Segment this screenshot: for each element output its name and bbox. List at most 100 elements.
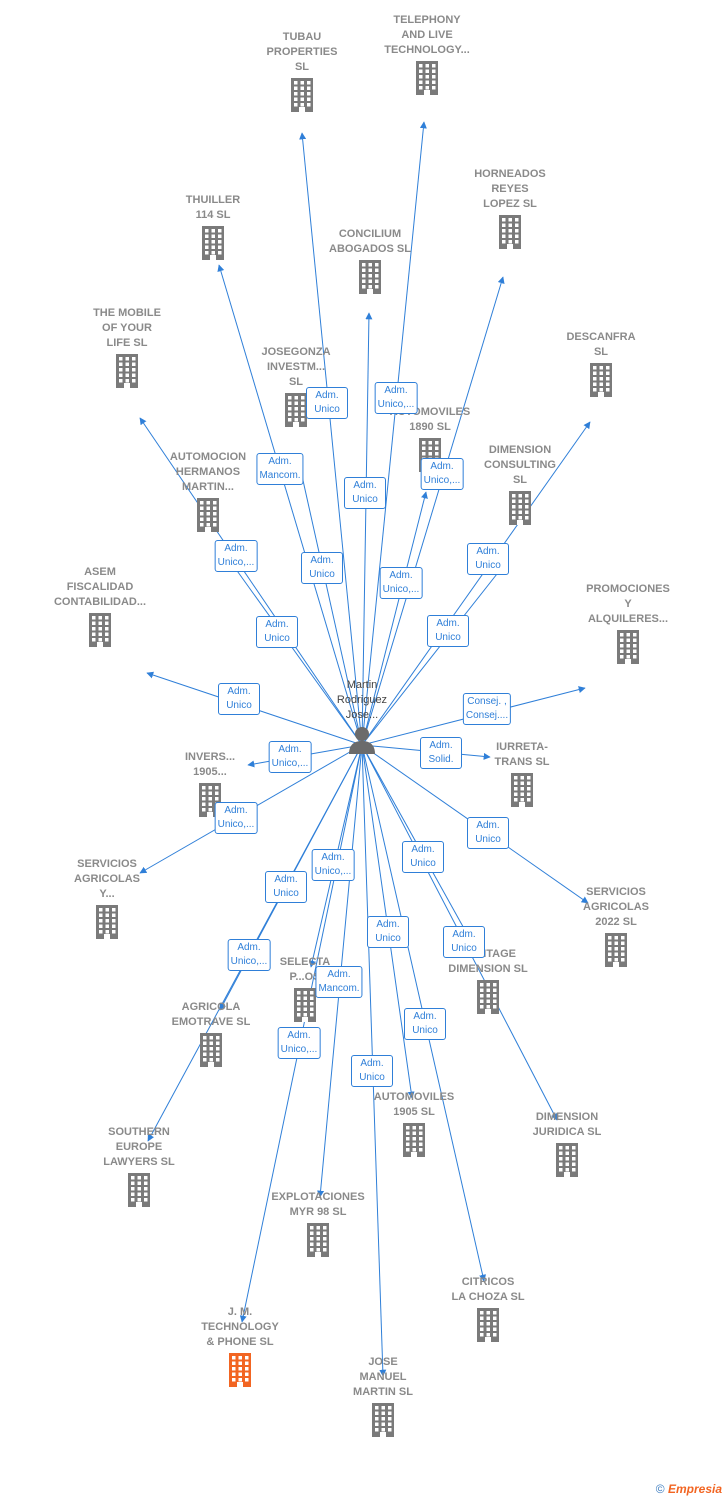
company-node-josegonza[interactable]: JOSEGONZA INVESTM... SL	[236, 345, 356, 427]
company-node-asem[interactable]: ASEM FISCALIDAD CONTABILIDAD...	[40, 565, 160, 647]
company-node-southern[interactable]: SOUTHERN EUROPE LAWYERS SL	[79, 1125, 199, 1207]
edge-label-dimensionconsulting[interactable]: Adm. Unico	[427, 615, 469, 647]
company-label: TELEPHONY AND LIVE TECHNOLOGY...	[384, 14, 470, 56]
company-node-mobile[interactable]: THE MOBILE OF YOUR LIFE SL	[67, 306, 187, 388]
company-node-horneados[interactable]: HORNEADOS REYES LOPEZ SL	[450, 167, 570, 249]
edge-concilium	[361, 312, 373, 746]
building-icon	[294, 988, 316, 1022]
edge-label-inversiones[interactable]: Adm. Unico,...	[268, 741, 312, 773]
company-node-automocion[interactable]: AUTOMOCION HERMANOS MARTIN...	[148, 450, 268, 532]
company-node-selecta[interactable]: SELECTA P...OS	[245, 955, 365, 1022]
company-node-dimensionconsulting[interactable]: DIMENSION CONSULTING SL	[460, 443, 580, 525]
building-icon	[556, 1143, 578, 1177]
company-node-descanfra[interactable]: DESCANFRA SL	[541, 330, 661, 397]
building-icon	[617, 630, 639, 664]
edge-label-southern[interactable]: Adm. Unico,...	[227, 939, 271, 971]
building-icon	[477, 1308, 499, 1342]
edge-tubau	[299, 132, 363, 746]
building-icon	[128, 1173, 150, 1207]
company-node-iurreta[interactable]: IURRETA- TRANS SL	[462, 740, 582, 807]
company-label: DESCANFRA SL	[566, 331, 636, 358]
edge-label-automocion[interactable]: Adm. Unico	[256, 616, 298, 648]
brand-footer[interactable]: © Empresia	[656, 1482, 722, 1496]
edge-label-citricos[interactable]: Adm. Unico	[404, 1008, 446, 1040]
company-node-citricos[interactable]: CITRICOS LA CHOZA SL	[428, 1275, 548, 1342]
company-label: DIMENSION CONSULTING SL	[484, 444, 556, 486]
edge-label-asem[interactable]: Adm. Unico	[218, 683, 260, 715]
company-node-inversiones[interactable]: INVERS... 1905...	[150, 750, 270, 817]
company-label: THUILLER 114 SL	[185, 194, 241, 221]
company-label: SELECTA P...OS	[279, 956, 331, 983]
edge-label-telephony[interactable]: Adm. Unico,...	[374, 382, 418, 414]
company-label: CONCILIUM ABOGADOS SL	[329, 228, 411, 255]
person-node[interactable]: Martin Rodriguez Jose...	[312, 678, 412, 755]
edge-label-selecta[interactable]: Adm. Unico,...	[311, 849, 355, 881]
edge-automoviles1890	[361, 491, 428, 746]
edge-label-josemanuel[interactable]: Adm. Unico	[351, 1055, 393, 1087]
company-node-telephony[interactable]: TELEPHONY AND LIVE TECHNOLOGY...	[367, 13, 487, 95]
company-node-servagricolas[interactable]: SERVICIOS AGRICOLAS Y...	[47, 857, 167, 939]
building-icon	[200, 1033, 222, 1067]
edge-label-servagricolas[interactable]: Adm. Unico,...	[214, 802, 258, 834]
edge-descanfra	[361, 421, 591, 746]
company-label: AGRICOLA EMOTRAVE SL	[171, 1001, 251, 1028]
company-node-automoviles1905[interactable]: AUTOMOVILES 1905 SL	[354, 1090, 474, 1157]
edge-label-josegonza[interactable]: Adm. Unico	[301, 552, 343, 584]
edge-label-heritage[interactable]: Adm. Unico	[402, 841, 444, 873]
edge-label-automoviles1905[interactable]: Adm. Unico	[367, 916, 409, 948]
building-icon	[477, 980, 499, 1014]
edge-josegonza	[295, 457, 363, 746]
building-icon	[291, 78, 313, 112]
edge-label-horneados[interactable]: Adm. Unico,...	[420, 458, 464, 490]
edge-label-descanfra[interactable]: Adm. Unico	[467, 543, 509, 575]
building-icon	[590, 363, 612, 397]
company-label: AUTOMOVILES 1905 SL	[373, 1091, 455, 1118]
edge-label-thuiller[interactable]: Adm. Mancom.	[256, 453, 304, 485]
edge-label-dimensionjuridica[interactable]: Adm. Unico	[443, 926, 485, 958]
edge-label-explotaciones[interactable]: Adm. Mancom.	[315, 966, 363, 998]
edge-label-servagricolas2022[interactable]: Adm. Unico	[467, 817, 509, 849]
edge-thuiller	[217, 264, 363, 746]
company-label: DIMENSION JURIDICA SL	[532, 1111, 602, 1138]
company-node-explotaciones[interactable]: EXPLOTACIONES MYR 98 SL	[258, 1190, 378, 1257]
company-node-tubau[interactable]: TUBAU PROPERTIES SL	[242, 30, 362, 112]
company-label: EXPLOTACIONES MYR 98 SL	[271, 1191, 365, 1218]
building-icon	[285, 393, 307, 427]
company-label: J. M. TECHNOLOGY & PHONE SL	[201, 1306, 279, 1348]
company-node-dimensionjuridica[interactable]: DIMENSION JURIDICA SL	[507, 1110, 627, 1177]
edge-label-promociones[interactable]: Consej. , Consej....	[462, 693, 512, 725]
company-label: CITRICOS LA CHOZA SL	[451, 1276, 525, 1303]
building-icon	[202, 226, 224, 260]
building-icon	[229, 1353, 251, 1387]
building-icon	[96, 905, 118, 939]
edge-label-iurreta[interactable]: Adm. Solid.	[420, 737, 462, 769]
company-label: TUBAU PROPERTIES SL	[266, 31, 338, 73]
building-icon	[116, 354, 138, 388]
company-label: JOSE MANUEL MARTIN SL	[353, 1356, 413, 1398]
company-label: HORNEADOS REYES LOPEZ SL	[474, 168, 546, 210]
edge-label-jm[interactable]: Adm. Unico,...	[277, 1027, 321, 1059]
edge-label-automoviles1890[interactable]: Adm. Unico,...	[379, 567, 423, 599]
company-label: SOUTHERN EUROPE LAWYERS SL	[103, 1126, 175, 1168]
company-label: ASEM FISCALIDAD CONTABILIDAD...	[53, 566, 147, 608]
company-node-promociones[interactable]: PROMOCIONES Y ALQUILERES...	[568, 582, 688, 664]
edge-label-mobile[interactable]: Adm. Unico,...	[214, 540, 258, 572]
company-node-jm[interactable]: J. M. TECHNOLOGY & PHONE SL	[180, 1305, 300, 1387]
building-icon	[509, 491, 531, 525]
company-label: JOSEGONZA INVESTM... SL	[261, 346, 331, 388]
edge-label-tubau[interactable]: Adm. Unico	[306, 387, 348, 419]
company-node-agricola[interactable]: AGRICOLA EMOTRAVE SL	[151, 1000, 271, 1067]
company-label: SERVICIOS AGRICOLAS 2022 SL	[583, 886, 649, 928]
edge-dimensionconsulting	[361, 559, 509, 746]
copyright-symbol: ©	[655, 1482, 665, 1496]
company-label: INVERS... 1905...	[184, 751, 236, 778]
company-label: IURRETA- TRANS SL	[494, 741, 550, 768]
company-node-thuiller[interactable]: THUILLER 114 SL	[153, 193, 273, 260]
building-icon	[372, 1403, 394, 1437]
building-icon	[511, 773, 533, 807]
edge-label-agricola[interactable]: Adm. Unico	[265, 871, 307, 903]
company-node-concilium[interactable]: CONCILIUM ABOGADOS SL	[310, 227, 430, 294]
edge-label-concilium[interactable]: Adm. Unico	[344, 477, 386, 509]
company-node-josemanuel[interactable]: JOSE MANUEL MARTIN SL	[323, 1355, 443, 1437]
company-node-servagricolas2022[interactable]: SERVICIOS AGRICOLAS 2022 SL	[556, 885, 676, 967]
